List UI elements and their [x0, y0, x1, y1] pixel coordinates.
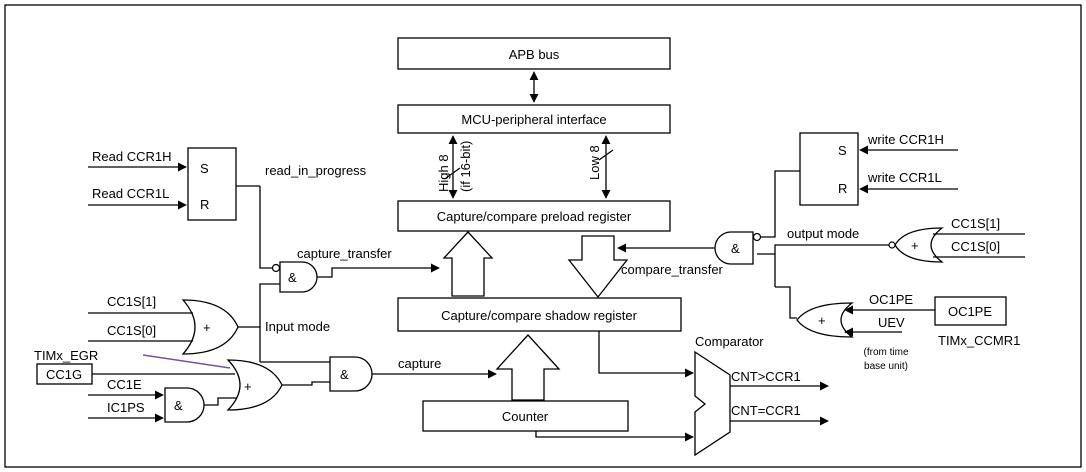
shadow-to-comparator-wire [598, 331, 694, 378]
output-mode-nor-gate [894, 227, 944, 263]
output-mode-nor-bubble [888, 241, 896, 249]
counter-to-comparator-wire [535, 431, 694, 442]
input-mode-label: Input mode [265, 319, 330, 334]
read-latch-s: S [200, 161, 209, 176]
shadow-register-label: Capture/compare shadow register [441, 308, 637, 323]
oc1pe-label: OC1PE [869, 292, 913, 307]
from-time-label-1: (from time [864, 347, 909, 358]
write-latch-s: S [838, 143, 847, 158]
read-in-progress-label: read_in_progress [265, 163, 367, 178]
capture-transfer-and-gate [279, 261, 318, 293]
input-mode-or-gate [181, 299, 239, 355]
counter-label: Counter [502, 409, 549, 424]
capture-transfer-and-symbol: & [288, 270, 297, 285]
output-mode-label: output mode [787, 226, 859, 241]
input-mode-wire [238, 283, 280, 328]
egr-caption: TIMx_EGR [34, 348, 98, 363]
low8-slash [598, 149, 614, 161]
apb-bus-box [397, 37, 671, 70]
high8-label: High 8 [436, 154, 451, 192]
cc1e-ic1ps-and-symbol: & [174, 398, 183, 413]
ccmr1-caption: TIMx_CCMR1 [938, 333, 1020, 348]
compare-transfer-big-arrow [567, 235, 629, 299]
from-time-label-2: base unit) [864, 361, 908, 372]
preload-register-label: Capture/compare preload register [437, 209, 632, 224]
read-latch-box [187, 147, 237, 221]
compare-transfer-and-symbol: & [731, 241, 740, 256]
outer-frame [4, 4, 1082, 468]
ccmr1-oc1pe-box [934, 296, 1007, 326]
write-ccr1h-label: write CCR1H [867, 132, 944, 147]
write-latch-out-wire [761, 170, 800, 238]
egr-purple-line [142, 354, 231, 369]
preload-register-box [397, 200, 671, 232]
ccmr1-oc1pe-label: OC1PE [948, 304, 992, 319]
capture-or-symbol: + [244, 379, 252, 394]
write-latch-invert [752, 232, 762, 242]
if16bit-label: (if 16-bit) [458, 141, 473, 192]
comparator-shape [694, 350, 731, 457]
high8-slash [445, 167, 461, 179]
capture-and-gate [329, 356, 373, 392]
cnt-eq-label: CNT=CCR1 [731, 403, 801, 418]
read-latch-r: R [200, 197, 209, 212]
mcu-interface-label: MCU-peripheral interface [461, 112, 606, 127]
ic1ps-label: IC1PS [107, 400, 145, 415]
write-ccr1l-label: write CCR1L [867, 170, 942, 185]
cc1e-ic1ps-and-gate [164, 387, 205, 423]
output-mode-nor-symbol: + [911, 238, 919, 253]
oc1pe-uev-or-symbol: + [818, 313, 826, 328]
compare-transfer-and-gate [714, 231, 754, 265]
output-mode-wire [757, 244, 895, 255]
counter-big-arrow [495, 334, 561, 401]
mcu-interface-box [397, 104, 671, 134]
capture-transfer-big-arrow [442, 231, 494, 297]
cc1s1-out-label: CC1S[1] [951, 216, 1000, 231]
or-to-capture-and-wire [282, 381, 330, 386]
shadow-register-box [397, 297, 682, 332]
apb-bus-label: APB bus [509, 47, 560, 62]
cc1g-label: CC1G [46, 367, 82, 382]
read-in-progress-invert [271, 263, 281, 273]
capture-transfer-label: capture_transfer [297, 246, 392, 261]
capture-or-gate [226, 359, 283, 411]
compare-transfer-label: compare_transfer [621, 262, 724, 277]
low8-label: Low 8 [587, 145, 602, 180]
capture-and-symbol: & [340, 367, 349, 382]
cnt-gt-label: CNT>CCR1 [731, 369, 801, 384]
cc1s0-out-label: CC1S[0] [951, 239, 1000, 254]
input-mode-or-symbol: + [203, 320, 211, 335]
read-in-progress-wire-b [259, 186, 272, 269]
read-ccr1l-label: Read CCR1L [92, 186, 169, 201]
capture-transfer-out-wire [317, 263, 440, 278]
oc1pe-uev-or-gate [796, 302, 854, 338]
capture-label: capture [398, 356, 441, 371]
counter-box [422, 400, 629, 432]
write-latch-r: R [838, 181, 847, 196]
cc1e-label: CC1E [107, 377, 142, 392]
write-latch-box [799, 132, 859, 206]
uev-label: UEV [878, 315, 905, 330]
and-to-or-wire [204, 397, 237, 406]
oc1pe-loop-wire [775, 286, 797, 319]
cc1s1-in-label: CC1S[1] [107, 294, 156, 309]
comparator-label: Comparator [695, 334, 764, 349]
cc1s0-in-label: CC1S[0] [107, 323, 156, 338]
read-ccr1h-label: Read CCR1H [92, 149, 171, 164]
